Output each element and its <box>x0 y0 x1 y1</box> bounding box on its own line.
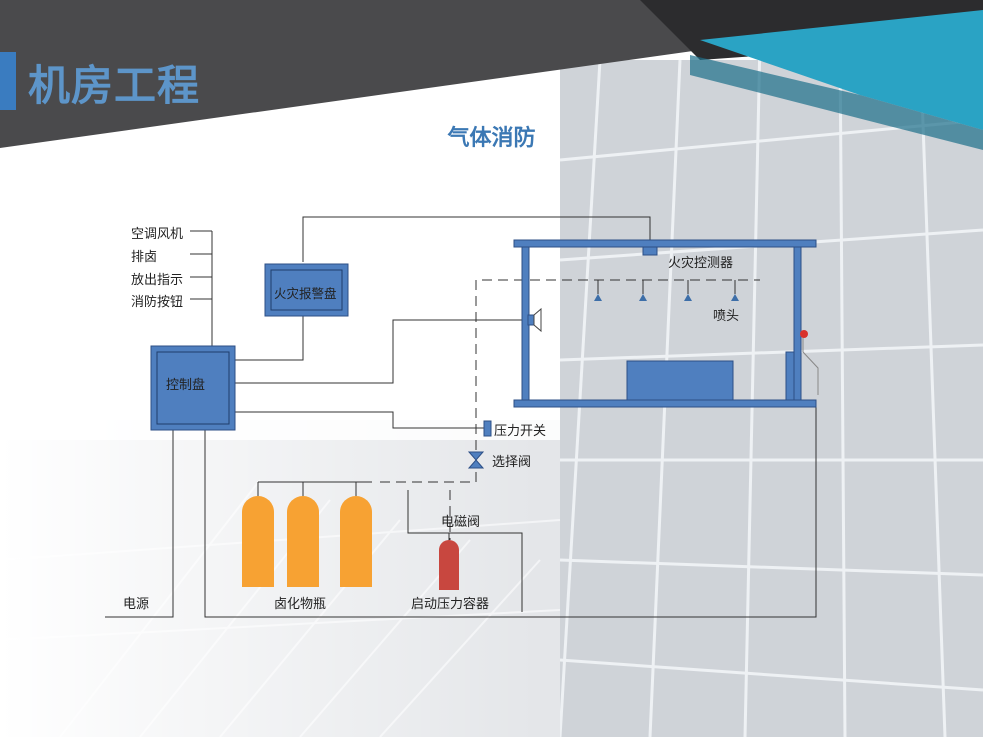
nozzle-icon <box>639 294 647 301</box>
pressure-switch-icon <box>483 420 492 437</box>
input-label-fire-button: 消防按钮 <box>131 295 184 310</box>
fire-detector-label: 火灾控测器 <box>668 256 734 271</box>
teal-shadow <box>690 55 983 150</box>
power-label: 电源 <box>123 597 150 612</box>
halon-cylinders-label: 卤化物瓶 <box>274 597 327 612</box>
nozzle-icon <box>684 294 692 301</box>
cylinder-icon <box>242 496 274 587</box>
door-post <box>785 351 795 401</box>
gas-pipes <box>380 279 760 540</box>
halon-cylinders <box>242 482 372 587</box>
control-panel-box <box>150 345 236 431</box>
start-vessel-label: 启动压力容器 <box>411 597 490 612</box>
control-panel-label: 控制盘 <box>166 378 206 393</box>
protected-room <box>513 239 817 408</box>
solenoid-valve-label: 电磁阀 <box>441 515 481 530</box>
cylinder-icon <box>340 496 372 587</box>
input-label-exhaust: 排卤 <box>131 250 158 265</box>
page-title: 机房工程 <box>28 61 201 110</box>
input-label-ac-fan: 空调风机 <box>131 227 184 242</box>
nozzle-icon <box>731 294 739 301</box>
nozzle-drops <box>597 280 736 294</box>
cylinder-icon <box>287 496 319 587</box>
input-label-release-indicator: 放出指示 <box>131 273 184 288</box>
speaker-icon <box>527 314 535 326</box>
selector-valve-label: 选择阀 <box>492 455 532 470</box>
alarm-panel-label: 火灾报警盘 <box>274 286 337 301</box>
equipment-cabinet <box>626 360 734 401</box>
header-band <box>0 0 740 148</box>
diagram-title: 气体消防 <box>447 126 536 151</box>
teal-corner <box>700 10 983 130</box>
alarm-panel-inner <box>270 269 343 311</box>
start-vessel-icon <box>439 540 459 590</box>
selector-valve-icon <box>467 451 485 469</box>
strobe-icon <box>800 330 808 338</box>
wiring <box>105 216 817 618</box>
pressure-switch-label: 压力开关 <box>494 424 547 439</box>
nozzle-icon <box>594 294 602 301</box>
alarm-panel-box <box>264 263 349 317</box>
nozzles <box>594 294 739 301</box>
nozzle-label: 喷头 <box>713 309 740 324</box>
accent-bar <box>0 52 16 110</box>
speaker-horn <box>533 307 542 333</box>
control-panel-inner <box>156 351 230 425</box>
strobe-stand <box>802 335 819 395</box>
detector-icon <box>642 246 658 256</box>
